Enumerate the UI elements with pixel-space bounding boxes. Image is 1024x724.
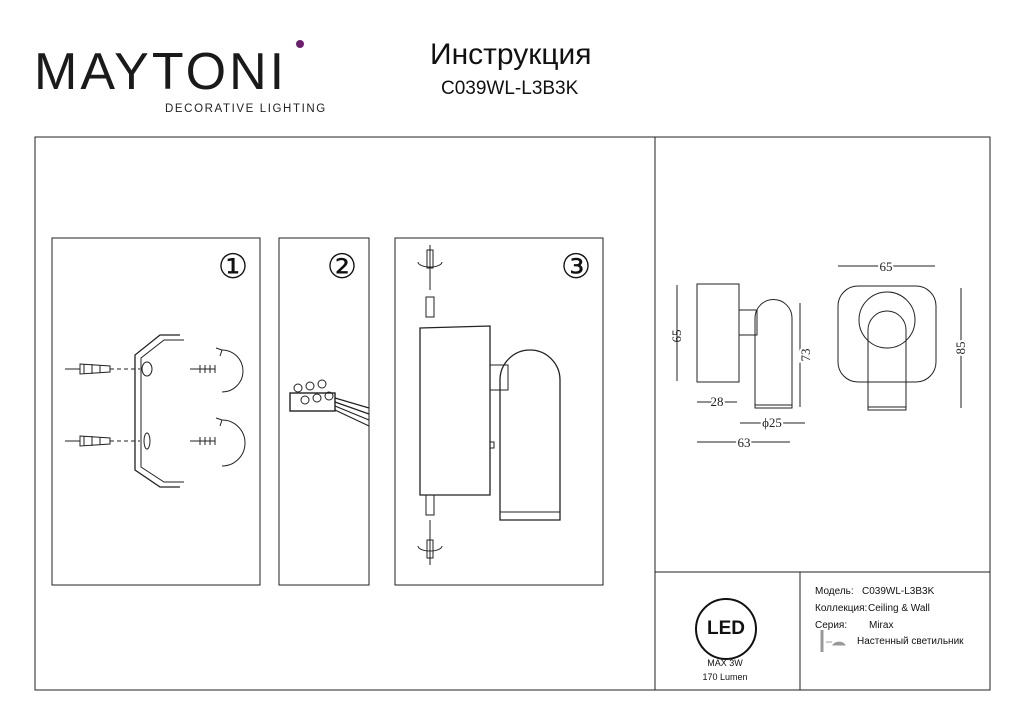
dimension-label: 65: [880, 259, 893, 274]
screwdriver-icon: [417, 245, 443, 565]
document-title: Инструкция: [430, 38, 592, 71]
dimension-label: 85: [953, 342, 968, 355]
dimension-label: 28: [711, 394, 724, 409]
step-3-panel: ③: [394, 237, 604, 586]
wall-lamp-icon: [820, 630, 846, 652]
model-label: Модель:: [815, 586, 854, 597]
brand-logo: MAYTONI: [34, 40, 304, 98]
terminal-block-icon: [289, 379, 370, 427]
dimension-label: 65: [669, 330, 684, 343]
logo-dot: [296, 40, 304, 48]
collection-value: Ceiling & Wall: [868, 603, 930, 614]
screw-icon: [190, 347, 246, 467]
lamp-side-view: [419, 325, 561, 521]
document-model: C039WL-L3B3K: [441, 78, 579, 99]
series-label: Серия:: [815, 620, 848, 631]
dimension-label: ϕ25: [762, 415, 782, 430]
step-2-panel: ②: [278, 237, 370, 586]
max-power: MAX 3W: [707, 658, 743, 668]
series-value: Mirax: [869, 620, 894, 631]
dimension-drawing: 65 28 ϕ25 63 73 65 85: [669, 257, 970, 452]
brand-tagline: DECORATIVE LIGHTING: [165, 103, 327, 115]
lumen: 170 Lumen: [702, 672, 748, 682]
outer-frame: [34, 136, 991, 691]
step-number: ②: [327, 248, 357, 286]
step-number: ③: [561, 248, 591, 286]
dimension-label: 73: [798, 349, 813, 362]
dimension-label: 63: [738, 435, 751, 450]
lamp-type: Настенный светильник: [857, 636, 964, 647]
step-1-panel: ①: [51, 237, 261, 586]
led-badge: LED: [695, 598, 757, 660]
step-number: ①: [218, 248, 248, 286]
collection-label: Коллекция:: [815, 603, 868, 614]
wall-anchor-icon: [65, 363, 140, 447]
model-value: C039WL-L3B3K: [862, 586, 935, 597]
